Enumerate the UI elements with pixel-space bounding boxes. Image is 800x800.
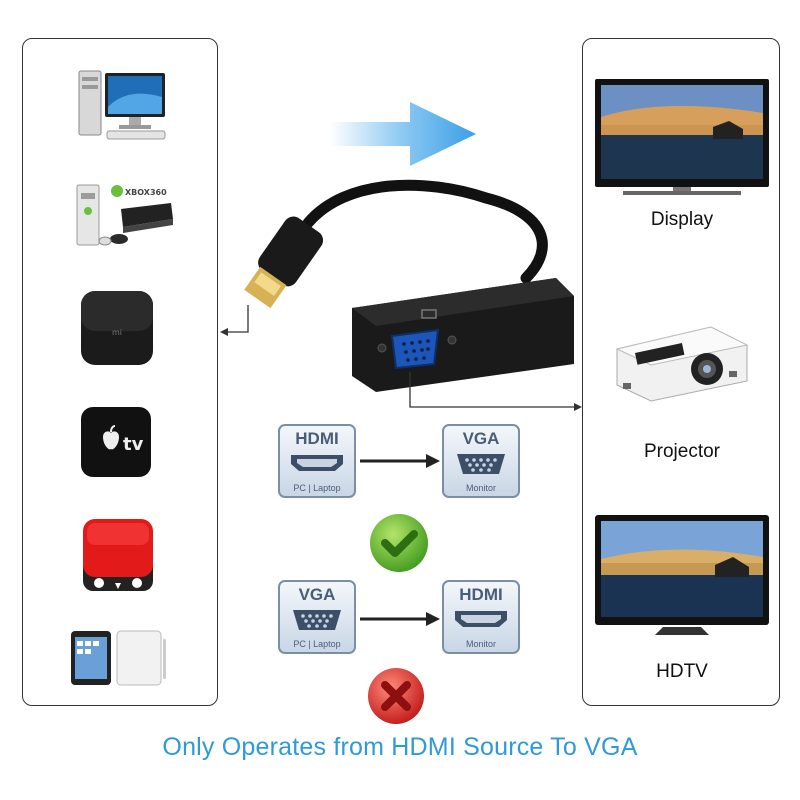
card-subtitle: PC | Laptop [293, 639, 341, 649]
red-tv-box-icon [81, 517, 155, 595]
display-label: Display [650, 209, 714, 230]
caption-text: Only Operates from HDMI Source To VGA [162, 733, 638, 761]
mi-logo: mi [112, 328, 122, 337]
card-title: HDMI [459, 585, 503, 604]
hdmi-target-card: HDMI Monitor [442, 580, 520, 654]
apple-tv-icon: tv [79, 405, 153, 479]
card-title: HDMI [295, 429, 339, 448]
desktop-computer-icon [77, 67, 169, 143]
hdmi-source-card: HDMI PC | Laptop [278, 424, 356, 498]
source-devices-panel: XBOX360 mi tv [22, 38, 218, 706]
apple-tv-logo: tv [123, 434, 144, 455]
hdmi-port-icon [455, 611, 507, 627]
vga-port-icon [457, 454, 505, 474]
vga-port-icon [293, 610, 341, 630]
vga-target-card: VGA Monitor [442, 424, 520, 498]
display-monitor-icon [593, 77, 771, 201]
direction-arrow-icon [330, 100, 480, 170]
mi-box-icon: mi [79, 289, 155, 369]
projector-icon [611, 319, 751, 405]
card-title: VGA [298, 585, 336, 604]
card-subtitle: Monitor [465, 483, 496, 493]
game-consoles-icon: XBOX360 [75, 179, 175, 251]
hdmi-port-icon [291, 455, 343, 471]
projector-label: Projector [643, 441, 721, 462]
card-subtitle: PC | Laptop [293, 483, 341, 493]
hdtv-label: HDTV [656, 661, 708, 682]
output-devices-panel: Display Projector HDTV [582, 38, 780, 706]
card-subtitle: Monitor [465, 639, 496, 649]
card-title: VGA [462, 429, 500, 448]
hdtv-icon [593, 513, 771, 637]
hdmi-to-vga-adapter-icon [226, 168, 586, 418]
xbox-logo: XBOX360 [125, 188, 167, 197]
arrow-right-icon [360, 612, 440, 626]
red-cross-icon [366, 666, 426, 726]
arrow-right-icon [360, 454, 440, 468]
green-check-icon [368, 512, 430, 574]
tablets-icon [69, 629, 169, 687]
vga-source-card: VGA PC | Laptop [278, 580, 356, 654]
